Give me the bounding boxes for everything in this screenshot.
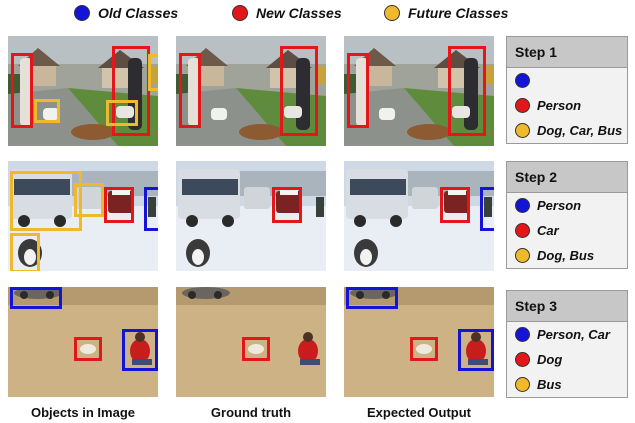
row1-groundtruth-image [176,36,326,146]
person-box [347,53,369,128]
step-3-new-label: Dog [537,352,563,367]
new-class-dot-icon [232,5,248,21]
dog-box [410,337,438,361]
car-box [104,187,134,223]
step-2-old-row: Person [507,193,627,218]
step-2-new-label: Car [537,223,559,238]
dog-box [34,99,60,123]
step-1-future-label: Dog, Car, Bus [537,123,623,138]
legend-old: Old Classes [74,5,178,21]
legend-future-label: Future Classes [408,5,509,21]
person-box [448,46,486,136]
old-class-dot-icon [515,198,530,213]
caption-ground-truth: Ground truth [210,405,292,420]
caption-expected-output: Expected Output [366,405,471,420]
dog-box [10,233,40,271]
row3-objects-image [8,287,158,397]
future-class-dot-icon [515,123,530,138]
row1-objects-image [8,36,158,146]
step-2-title: Step 2 [507,162,627,193]
step-3-title: Step 3 [507,291,627,322]
row2-expected-image [344,161,494,271]
car-box [346,287,398,309]
row3-expected-image [344,287,494,397]
step-1-future-row: Dog, Car, Bus [507,118,627,143]
step-2-future-row: Dog, Bus [507,243,627,268]
new-class-dot-icon [515,352,530,367]
person-box [11,53,33,128]
bus-box [74,183,104,217]
dog-box [106,100,138,126]
step-2-new-row: Car [507,218,627,243]
legend-old-label: Old Classes [98,5,179,21]
bus-box [10,171,82,231]
legend-new-label: New Classes [256,5,342,21]
step-3-old-row: Person, Car [507,322,627,347]
step-2-old-label: Person [537,198,582,213]
legend-future: Future Classes [384,5,508,21]
person-box [280,46,318,136]
step-1-old-row [507,68,627,93]
person-box [480,187,494,231]
step-1-new-label: Person [537,98,582,113]
car-box [440,187,470,223]
caption-objects-in-image: Objects in Image [30,405,136,420]
row2-groundtruth-image [176,161,326,271]
future-class-dot-icon [384,5,400,21]
legend-new: New Classes [232,5,342,21]
step-2-future-label: Dog, Bus [537,248,595,263]
person-box [112,46,150,136]
old-class-dot-icon [515,73,530,88]
dog-box [242,337,270,361]
future-class-dot-icon [515,377,530,392]
new-class-dot-icon [515,98,530,113]
step-3-future-label: Bus [537,377,562,392]
row1-expected-image [344,36,494,146]
person-box [122,329,158,371]
future-class-dot-icon [515,248,530,263]
person-box [179,53,201,128]
car-box [10,287,62,309]
legend: Old Classes New Classes Future Classes [0,4,635,26]
step-1-new-row: Person [507,93,627,118]
new-class-dot-icon [515,223,530,238]
old-class-dot-icon [74,5,90,21]
step-1-title: Step 1 [507,37,627,68]
person-box [144,187,158,231]
row2-objects-image [8,161,158,271]
step-3-future-row: Bus [507,372,627,397]
car-box [148,54,158,91]
step-3-old-label: Person, Car [537,327,610,342]
person-box [458,329,494,371]
car-box [272,187,302,223]
step-1-panel: Step 1 Person Dog, Car, Bus [506,36,628,144]
step-2-panel: Step 2 Person Car Dog, Bus [506,161,628,269]
step-3-panel: Step 3 Person, Car Dog Bus [506,290,628,398]
row3-groundtruth-image [176,287,326,397]
old-class-dot-icon [515,327,530,342]
step-3-new-row: Dog [507,347,627,372]
dog-box [74,337,102,361]
